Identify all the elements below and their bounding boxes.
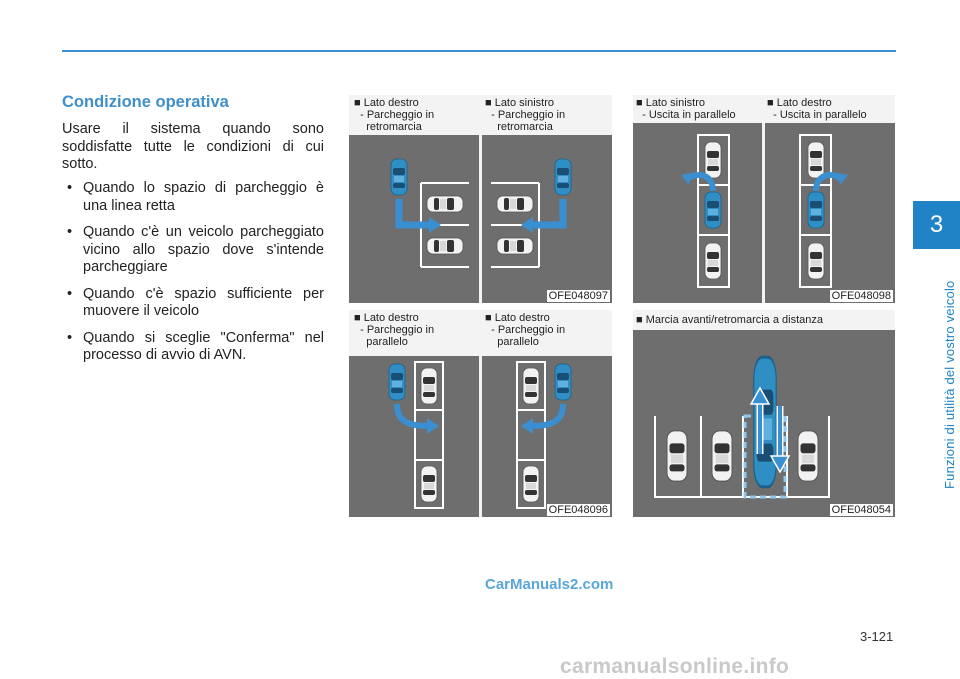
watermark-carmanualsonline: carmanualsonline.info [560, 655, 790, 678]
figure-parallel-exit: ■ Lato sinistro - Uscita in parallelo ■ … [633, 95, 895, 303]
parallel-parking-illustration [349, 356, 612, 517]
bullet-dot: • [67, 180, 73, 196]
list-item: •Quando c'è spazio sufficiente per muove… [67, 285, 324, 320]
bullet-dot: • [67, 329, 73, 346]
figure-reverse-parking: ■ Lato destro - Parcheggio in retromarci… [349, 95, 612, 303]
figure-left-label: ■ Lato destro - Parcheggio in parallelo [354, 312, 435, 348]
figure-code: OFE048054 [829, 504, 893, 516]
section-title: Condizione operativa [62, 93, 229, 111]
parallel-exit-illustration [633, 123, 895, 303]
chapter-tab: 3 [913, 201, 960, 249]
top-rule [62, 50, 896, 52]
figure-label: ■ Marcia avanti/retromarcia a distanza [636, 314, 823, 326]
figure-remote-forward-reverse: ■ Marcia avanti/retromarcia a distanza O… [633, 310, 895, 517]
bullet-dot: • [67, 224, 73, 240]
list-item: •Quando c'è un veicolo parcheggiato vici… [67, 224, 324, 275]
conditions-list: •Quando lo spazio di parcheggio è una li… [62, 180, 324, 374]
figure-parallel-parking: ■ Lato destro - Parcheggio in parallelo … [349, 310, 612, 517]
figure-left-label: ■ Lato destro - Parcheggio in retromarci… [354, 97, 435, 133]
figure-left-label: ■ Lato sinistro - Uscita in parallelo [636, 97, 736, 121]
watermark-carmanuals2: CarManuals2.com [485, 576, 614, 593]
list-item: •Quando lo spazio di parcheggio è una li… [67, 180, 324, 214]
figure-right-label: ■ Lato sinistro - Parcheggio in retromar… [485, 97, 566, 133]
reverse-parking-illustration [349, 135, 612, 303]
list-item: •Quando si sceglie "Conferma" nel proces… [67, 329, 324, 364]
bullet-dot: • [67, 285, 73, 302]
figure-code: OFE048098 [829, 290, 893, 302]
chapter-title-vertical: Funzioni di utilità del vostro veicolo [936, 254, 957, 494]
figure-right-label: ■ Lato destro - Uscita in parallelo [767, 97, 867, 121]
remote-parking-illustration [633, 330, 895, 517]
intro-paragraph: Usare il sistema quando sono soddisfatte… [62, 121, 324, 172]
figure-code: OFE048096 [546, 504, 610, 516]
figure-code: OFE048097 [546, 290, 610, 302]
chapter-title: Funzioni di utilità del vostro veicolo [942, 280, 957, 489]
page-number: 3-121 [860, 629, 894, 644]
figure-right-label: ■ Lato destro - Parcheggio in parallelo [485, 312, 566, 348]
